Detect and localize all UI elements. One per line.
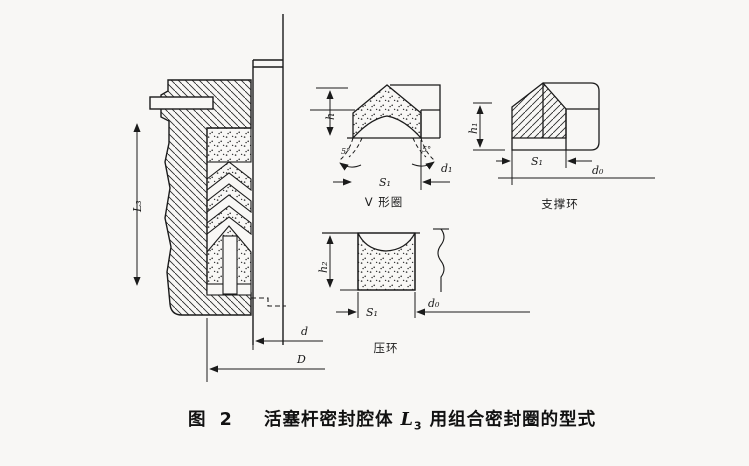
v-ring-label: V 形圈: [365, 195, 404, 209]
dim-label-h: h: [324, 113, 337, 120]
dim-label-D: D: [296, 353, 306, 366]
flared-lip-dashed: [339, 137, 435, 161]
figure-title: 活塞杆密封腔体 L3 用组合密封圈的型式: [264, 410, 597, 433]
v-ring-section: [206, 183, 252, 214]
v-ring-section: [206, 205, 252, 236]
dim-press-height: h₂: [317, 235, 358, 291]
dim-label-d: d: [301, 325, 308, 338]
adjacent-part-outline: [511, 82, 600, 151]
dim-vring-width: S₁: [333, 140, 450, 190]
dim-label-h1: h₁: [467, 123, 480, 135]
flange-slot: [149, 96, 214, 110]
dim-label-h2: h₂: [317, 262, 330, 274]
v-ring-detail: h 5° 5° d₁ S₁ V 形圈: [310, 84, 452, 209]
break-line: [433, 228, 449, 292]
dim-vring-height: h: [310, 87, 355, 136]
dim-label-L3: L₃: [131, 200, 144, 213]
dim-rod-diameter: d: [252, 310, 323, 350]
dim-support-height: h₁: [467, 102, 505, 151]
seal-stack: [206, 127, 252, 296]
support-ring-profile: [511, 82, 567, 139]
v-ring-section: [206, 161, 252, 192]
dim-cavity-length: L₃: [131, 123, 144, 286]
dim-label-d0: d₀: [592, 164, 604, 177]
adjacent-part-outline: [347, 84, 441, 139]
dim-label-S1: S₁: [379, 176, 391, 189]
pressure-ring-profile: [357, 232, 416, 291]
dim-support-width: S₁ d₀: [496, 150, 655, 185]
figure-caption: 图 2 活塞杆密封腔体 L3 用组合密封圈的型式: [0, 404, 749, 434]
angle-callouts: 5° 5° d₁: [339, 145, 452, 175]
spacer-sleeve: [222, 235, 238, 295]
angle-label-left: 5°: [341, 147, 350, 156]
press-ring-section: [206, 127, 252, 163]
dim-label-S1: S₁: [531, 155, 543, 168]
dim-label-d0: d₀: [428, 297, 440, 310]
pressure-ring-detail: h₂ S₁ d₀ 压环: [317, 228, 530, 355]
piston-rod: [252, 14, 284, 345]
assembly-section-view: L₃ d D: [131, 14, 325, 382]
v-ring-profile: [352, 84, 422, 140]
dim-press-width: S₁ d₀: [336, 292, 530, 319]
support-ring-detail: h₁ S₁ d₀ 支撑环: [467, 82, 655, 211]
pressure-ring-label: 压环: [374, 341, 399, 355]
dim-bore-diameter: D: [206, 318, 325, 382]
hidden-step-line: [251, 297, 286, 307]
technical-drawing: L₃ d D: [131, 14, 655, 382]
support-ring-label: 支撑环: [541, 197, 579, 211]
dim-label-S1: S₁: [366, 306, 378, 319]
dim-label-d1: d₁: [441, 162, 452, 175]
angle-label-right: 5°: [422, 145, 431, 154]
figure-number: 图 2: [188, 410, 236, 430]
